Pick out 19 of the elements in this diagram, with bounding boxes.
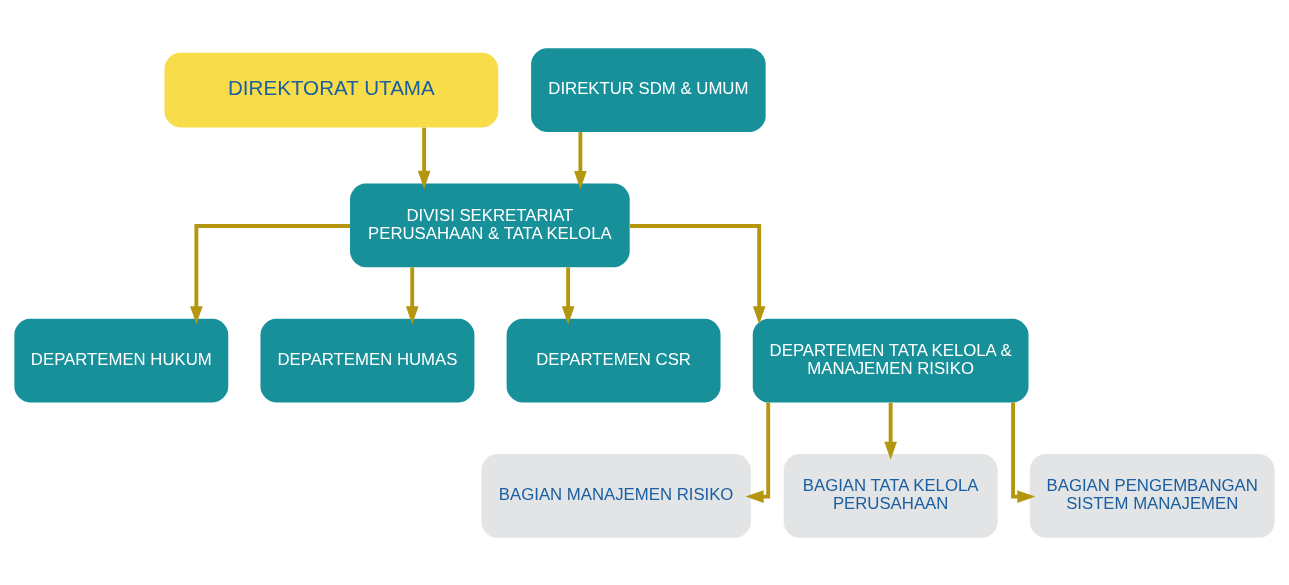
arrow (190, 223, 350, 324)
node-box: DIREKTUR SDM & UMUM (531, 47, 766, 132)
node-box: BAGIAN TATA KELOLA PERUSAHAAN (783, 453, 998, 538)
arrow (1011, 402, 1036, 503)
node-box: DEPARTEMEN HUKUM (14, 318, 229, 403)
node-box: DIVISI SEKRETARIAT PERUSAHAAN & TATA KELOLA (350, 182, 630, 267)
arrow (884, 402, 897, 460)
node-box: BAGIAN PENGEMBANGAN SISTEM MANAJEMEN (1029, 453, 1275, 538)
arrow (745, 402, 771, 503)
arrow (405, 266, 419, 324)
arrow (630, 223, 766, 324)
node-box: DEPARTEMEN HUMAS (260, 318, 475, 403)
arrow (417, 127, 431, 189)
node-box: DEPARTEMEN TATA KELOLA & MANAJEMEN RISIKO (752, 318, 1029, 403)
node-box: DIREKTORAT UTAMA (164, 52, 499, 127)
node-box: BAGIAN MANAJEMEN RISIKO (481, 453, 751, 538)
arrow (574, 131, 587, 189)
node-box: DEPARTEMEN CSR (506, 318, 721, 403)
arrow (561, 266, 575, 324)
